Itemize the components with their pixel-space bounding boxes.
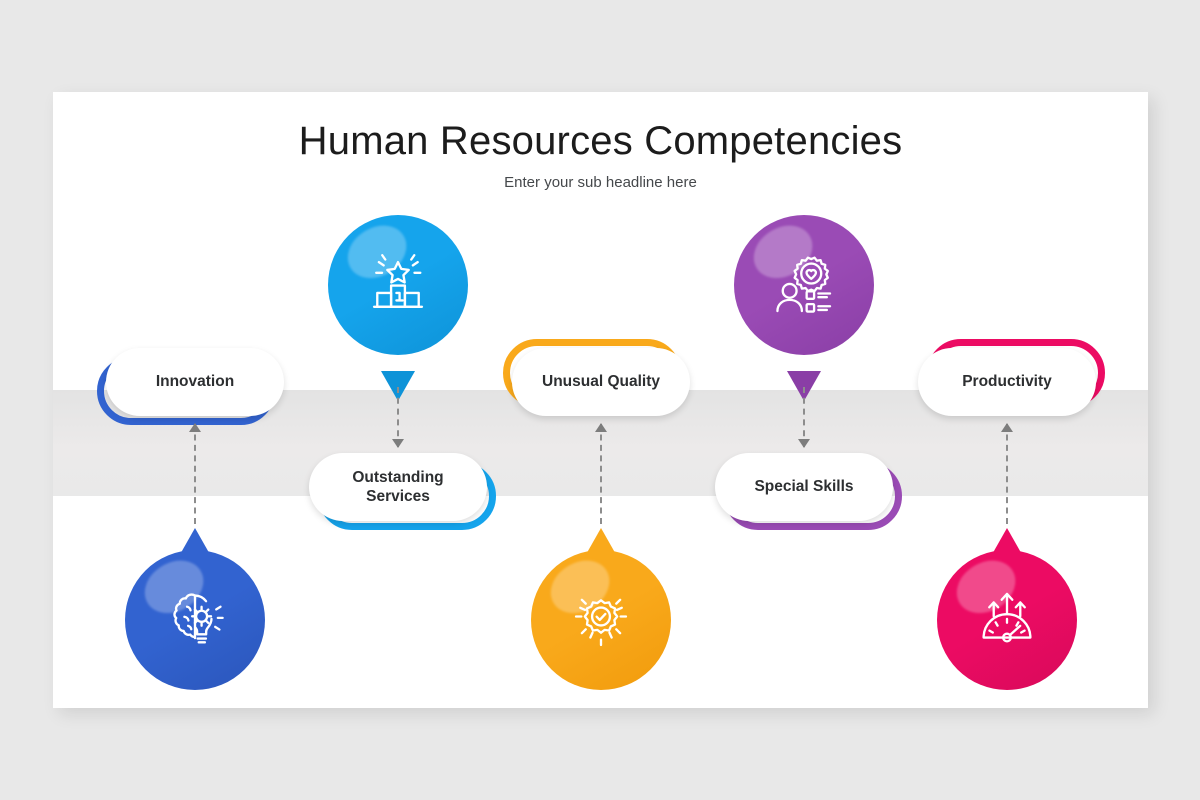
connector-stem xyxy=(397,387,399,447)
pin-ball-outstanding-services xyxy=(328,215,468,355)
pin-ball-special-skills xyxy=(734,215,874,355)
connector-productivity xyxy=(1000,423,1014,524)
label-pill-productivity[interactable]: Productivity xyxy=(918,339,1105,416)
pin-gloss-highlight xyxy=(338,215,416,288)
connector-stem xyxy=(600,424,602,524)
connector-special-skills xyxy=(797,387,811,448)
connector-outstanding-services xyxy=(391,387,405,448)
pin-ball-productivity xyxy=(937,550,1077,690)
pin-marker-outstanding-services[interactable] xyxy=(328,215,468,402)
connector-unusual-quality xyxy=(594,423,608,524)
label-pill-unusual-quality[interactable]: Unusual Quality xyxy=(503,339,690,416)
label-pill-innovation[interactable]: Innovation xyxy=(97,348,284,425)
connector-stem xyxy=(1006,424,1008,524)
label-pill-outstanding-services[interactable]: Outstanding Services xyxy=(309,453,496,530)
pin-gloss-highlight xyxy=(947,550,1025,623)
slide-surface: Human Resources Competencies Enter your … xyxy=(53,92,1148,708)
pin-marker-unusual-quality[interactable] xyxy=(531,528,671,698)
pin-gloss-highlight xyxy=(541,550,619,623)
label-pill-text-unusual-quality: Unusual Quality xyxy=(512,348,690,416)
page-subtitle: Enter your sub headline here xyxy=(504,174,697,191)
label-pill-text-special-skills: Special Skills xyxy=(715,453,893,521)
label-pill-text-innovation: Innovation xyxy=(106,348,284,416)
pin-gloss-highlight xyxy=(135,550,213,623)
pin-marker-innovation[interactable] xyxy=(125,528,265,698)
label-pill-special-skills[interactable]: Special Skills xyxy=(715,453,902,530)
pin-ball-innovation xyxy=(125,550,265,690)
connector-arrowhead xyxy=(595,423,607,432)
connector-arrowhead xyxy=(1001,423,1013,432)
pin-ball-unusual-quality xyxy=(531,550,671,690)
connector-stem xyxy=(194,424,196,524)
connector-arrowhead xyxy=(392,439,404,448)
label-pill-text-productivity: Productivity xyxy=(918,348,1096,416)
connector-innovation xyxy=(188,423,202,524)
connector-stem xyxy=(803,387,805,447)
pin-marker-special-skills[interactable] xyxy=(734,215,874,402)
page-title: Human Resources Competencies xyxy=(298,119,903,163)
connector-arrowhead xyxy=(189,423,201,432)
pin-marker-productivity[interactable] xyxy=(937,528,1077,698)
connector-arrowhead xyxy=(798,439,810,448)
pin-gloss-highlight xyxy=(744,215,822,288)
label-pill-text-outstanding-services: Outstanding Services xyxy=(309,453,487,521)
